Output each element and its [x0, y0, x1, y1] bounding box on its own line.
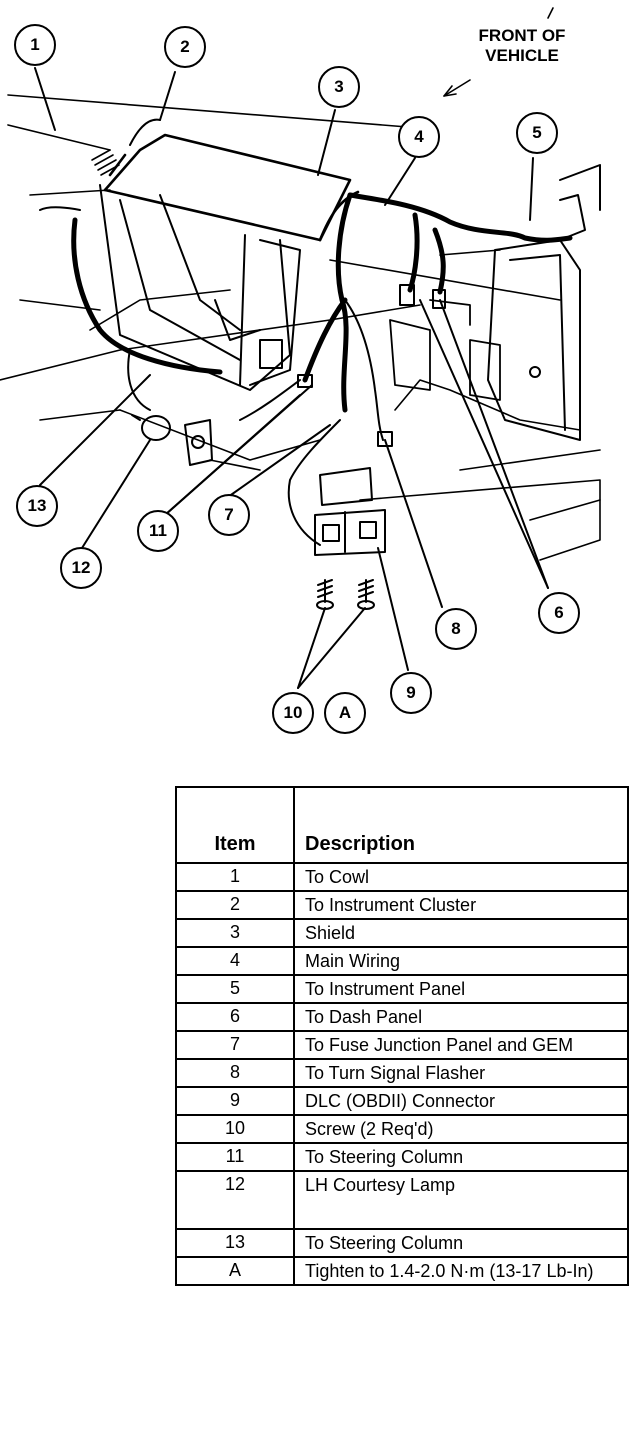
row-description: Tighten to 1.4-2.0 N·m (13-17 Lb-In) — [293, 1256, 629, 1286]
shield-vents — [91, 149, 120, 176]
callout-13: 13 — [16, 485, 58, 527]
brackets — [389, 299, 501, 401]
row-item: 6 — [175, 1002, 295, 1032]
callout-1: 1 — [14, 24, 56, 66]
row-description: To Steering Column — [293, 1142, 629, 1172]
callout-7: 7 — [208, 494, 250, 536]
callout-2: 2 — [164, 26, 206, 68]
header-description: Description — [293, 786, 629, 864]
front-arrow-icon — [443, 7, 554, 97]
callout-8: 8 — [435, 608, 477, 650]
panel-structure — [0, 94, 601, 561]
wiring-diagram: FRONT OF VEHICLE 1 2 3 4 5 6 7 8 9 10 11… — [0, 7, 601, 734]
legend-header-row: Item Description — [175, 786, 629, 864]
row-item: 8 — [175, 1058, 295, 1088]
front-label-line-2: VEHICLE — [485, 46, 559, 65]
row-item: 4 — [175, 946, 295, 976]
front-of-vehicle-label: FRONT OF VEHICLE — [452, 26, 592, 66]
row-item: 2 — [175, 890, 295, 920]
connectors — [297, 284, 446, 447]
callout-10: 10 — [272, 692, 314, 734]
row-description: Shield — [293, 918, 629, 948]
row-item: 5 — [175, 974, 295, 1004]
row-item: A — [175, 1256, 295, 1286]
row-description: To Cowl — [293, 862, 629, 892]
harness-wires — [39, 118, 384, 546]
row-item: 12 — [175, 1170, 295, 1230]
callout-5: 5 — [516, 112, 558, 154]
center-stack — [99, 184, 301, 391]
row-item: 10 — [175, 1114, 295, 1144]
screws — [316, 579, 375, 610]
row-description: To Fuse Junction Panel and GEM — [293, 1030, 629, 1060]
dash-panel-right — [487, 164, 601, 441]
dlc-connector — [314, 467, 386, 556]
callout-a: A — [324, 692, 366, 734]
callout-12: 12 — [60, 547, 102, 589]
shield — [103, 133, 360, 242]
row-description: Screw (2 Req'd) — [293, 1114, 629, 1144]
callout-11: 11 — [137, 510, 179, 552]
row-description: Main Wiring — [293, 946, 629, 976]
row-description: To Turn Signal Flasher — [293, 1058, 629, 1088]
callout-6: 6 — [538, 592, 580, 634]
row-description: LH Courtesy Lamp — [293, 1170, 629, 1230]
row-item: 7 — [175, 1030, 295, 1060]
row-description: To Dash Panel — [293, 1002, 629, 1032]
row-item: 1 — [175, 862, 295, 892]
row-description: To Instrument Cluster — [293, 890, 629, 920]
row-item: 11 — [175, 1142, 295, 1172]
callout-3: 3 — [318, 66, 360, 108]
main-harness — [71, 192, 573, 413]
leader-lines — [34, 67, 549, 689]
courtesy-lamp — [131, 414, 213, 466]
callout-9: 9 — [390, 672, 432, 714]
front-label-line-1: FRONT OF — [478, 26, 566, 45]
header-item: Item — [175, 786, 295, 864]
row-item: 3 — [175, 918, 295, 948]
row-description: DLC (OBDII) Connector — [293, 1086, 629, 1116]
diagram-artwork — [0, 7, 601, 689]
row-description: To Instrument Panel — [293, 974, 629, 1004]
row-item: 9 — [175, 1086, 295, 1116]
row-item: 13 — [175, 1228, 295, 1258]
callout-4: 4 — [398, 116, 440, 158]
row-description: To Steering Column — [293, 1228, 629, 1258]
